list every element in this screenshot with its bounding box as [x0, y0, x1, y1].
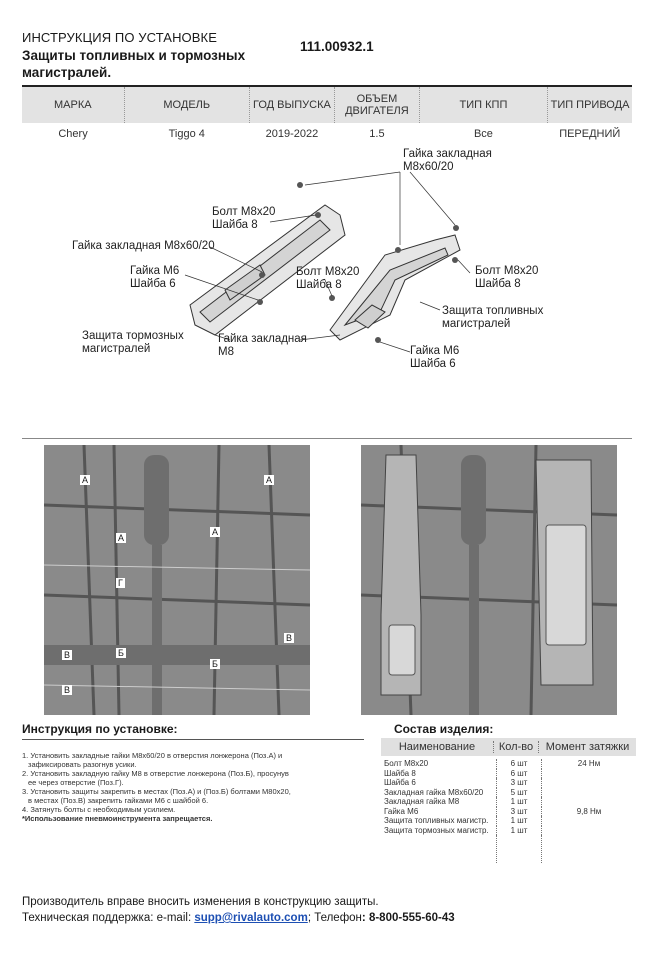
composition-title: Состав изделия: — [394, 722, 494, 736]
marker-a-2: А — [264, 475, 275, 485]
composition-table: Наименование Кол-во Момент затяжки Болт … — [381, 738, 636, 863]
cell-year: 2019-2022 — [265, 128, 319, 140]
marker-a-4: А — [210, 527, 221, 537]
step-line: 1. Установить закладные гайки М8х60/20 в… — [22, 751, 283, 760]
vehicle-spec-table: МАРКА МОДЕЛЬ ГОД ВЫПУСКА ОБЪЕМ ДВИГАТЕЛЯ… — [22, 85, 632, 145]
doc-title-line2: Защиты топливных и тормозных магистралей… — [22, 48, 246, 80]
section-divider — [22, 438, 632, 439]
step-line: ее через отверстие (Поз.Г). — [28, 778, 124, 787]
composition-header: Наименование Кол-во Момент затяжки — [381, 738, 636, 756]
marker-a-3: А — [116, 533, 127, 543]
step-line: 2. Установить закладную гайку М8 в отвер… — [22, 769, 289, 778]
step-line: зафиксировать разогнув усики. — [28, 760, 137, 769]
cell-model: Tiggo 4 — [168, 128, 205, 140]
marker-g: Г — [116, 578, 125, 588]
marker-b-2: Б — [210, 659, 220, 669]
table-row: Chery Tiggo 4 2019-2022 1.5 Все ПЕРЕДНИЙ — [22, 123, 632, 145]
col-year: ГОД ВЫПУСКА — [248, 85, 335, 123]
marker-v-3: В — [284, 633, 295, 643]
cell-engine: 1.5 — [369, 128, 385, 140]
footer-disclaimer: Производитель вправе вносить изменения в… — [22, 896, 379, 908]
cell-drive: ПЕРЕДНИЙ — [559, 128, 621, 140]
col-engine: ОБЪЕМ ДВИГАТЕЛЯ — [333, 85, 420, 123]
instructions-title: Инструкция по установке: — [22, 722, 178, 736]
cell-brand: Chery — [58, 128, 88, 140]
table-row: Защита топливных магистр.1 шт — [381, 816, 636, 826]
doc-title-line1: ИНСТРУКЦИЯ ПО УСТАНОВКЕ — [22, 30, 217, 45]
instructions-divider — [22, 739, 364, 740]
col-model: МОДЕЛЬ — [123, 85, 250, 123]
underbody-photo-before: А А А А Г Б Б В В В — [44, 445, 310, 715]
part-number: 111.00932.1 — [300, 39, 374, 54]
marker-v-1: В — [62, 650, 73, 660]
support-label: Техническая поддержка: e-mail: — [22, 912, 195, 924]
underbody-photo-after — [361, 445, 617, 715]
col-gearbox: ТИП КПП — [418, 85, 548, 123]
marker-b-1: Б — [116, 648, 126, 658]
step-line: 4. Затянуть болты с необходимым усилием. — [22, 805, 176, 814]
support-phone: : 8-800-555-60-43 — [361, 912, 455, 924]
marker-v-2: В — [62, 685, 73, 695]
table-row: Защита тормозных магистр.1 шт — [381, 825, 636, 835]
cell-gearbox: Все — [473, 128, 493, 140]
phone-label: ; Телефон — [307, 912, 362, 924]
step-line: 3. Установить защиты закрепить в местах … — [22, 787, 291, 796]
nut-icon — [297, 182, 303, 188]
instructions-steps: 1. Установить закладные гайки М8х60/20 в… — [22, 751, 357, 823]
marker-a-1: А — [80, 475, 91, 485]
step-line: в местах (Поз.В) закрепить гайками М6 с … — [28, 796, 209, 805]
exploded-diagram — [184, 171, 471, 353]
footer-support: Техническая поддержка: e-mail: supp@riva… — [22, 912, 455, 924]
col-brand: МАРКА — [22, 85, 125, 123]
warning-text: *Использование пневмоинструмента запреща… — [22, 814, 213, 823]
support-email-link[interactable]: supp@rivalauto.com — [194, 912, 308, 924]
col-drive: ТИП ПРИВОДА — [547, 85, 632, 123]
label-nut-left: Гайка закладная М8х60/20 — [72, 240, 215, 252]
